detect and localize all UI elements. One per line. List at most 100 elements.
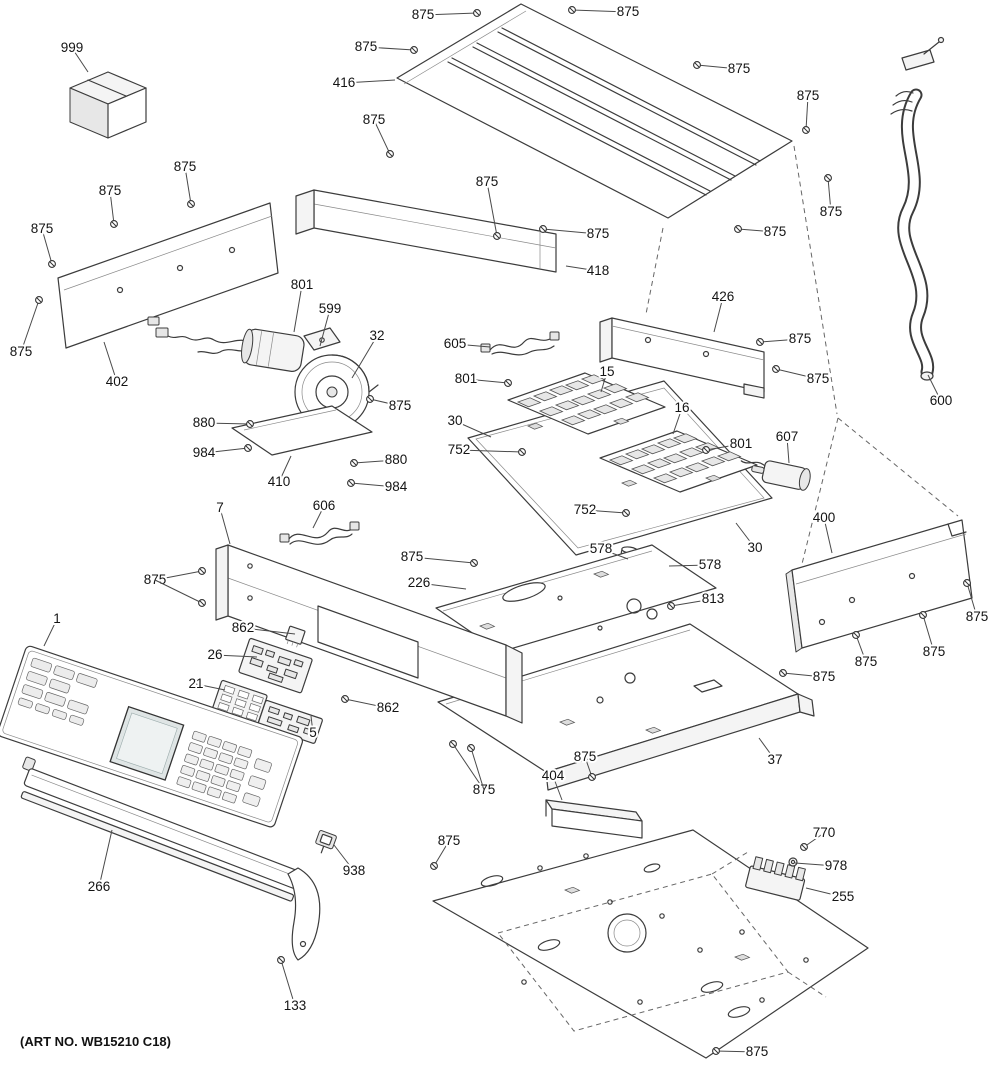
leader-line — [293, 284, 303, 333]
leader-line — [310, 715, 314, 734]
leader-line — [195, 683, 226, 691]
part-number-label: 875 — [363, 112, 386, 127]
leader-line — [670, 598, 714, 607]
part-number-label: 16 — [674, 400, 689, 415]
leader-line — [465, 378, 509, 384]
leader-line — [41, 228, 53, 265]
screw-icon — [772, 365, 780, 373]
leader-line — [71, 47, 89, 73]
part-number-label: 5 — [309, 725, 317, 740]
part-number-label: 578 — [590, 541, 613, 556]
part-number-label: 752 — [574, 502, 597, 517]
leader-line — [672, 407, 683, 435]
leader-line — [154, 570, 203, 581]
part-number-label: 875 — [789, 331, 812, 346]
part-number-label: 752 — [448, 442, 471, 457]
screw-icon — [568, 6, 576, 14]
leader-line — [454, 420, 492, 438]
part-number-label: 801 — [730, 436, 753, 451]
part-number-label: 30 — [447, 413, 462, 428]
leader-line — [454, 343, 491, 348]
part-number-label: 875 — [587, 226, 610, 241]
screw-icon — [493, 232, 501, 240]
part-number-label: 875 — [764, 224, 787, 239]
screw-icon — [473, 9, 481, 17]
screw-icon — [702, 446, 710, 454]
part-number-label: 875 — [728, 61, 751, 76]
screw-icon — [350, 459, 358, 467]
screw-icon — [410, 46, 418, 54]
part-number-label: 813 — [702, 591, 725, 606]
leader-line — [571, 9, 629, 13]
leader-line — [668, 564, 711, 567]
leader-line — [735, 522, 756, 549]
top-cover-panel — [396, 3, 793, 219]
part-number-label: 801 — [455, 371, 478, 386]
screw-icon — [198, 599, 206, 607]
part-number-label: 875 — [746, 1044, 769, 1059]
leader-line — [458, 449, 523, 453]
leader-line — [418, 582, 467, 590]
control-support-bracket — [215, 544, 523, 724]
door-lock-motor — [740, 460, 811, 491]
panel-buttons-left — [17, 657, 98, 726]
screw-icon — [35, 296, 43, 304]
part-number-label: 875 — [401, 549, 424, 564]
chassis-top-panel — [437, 623, 815, 791]
leader-line — [242, 627, 296, 635]
leader-line — [737, 228, 776, 233]
part-number-label: 266 — [88, 879, 111, 894]
part-number-label: 875 — [412, 7, 435, 22]
screw-icon — [779, 669, 787, 677]
leader-line — [203, 447, 249, 454]
screw-icon — [386, 150, 394, 158]
wire-harness-605 — [480, 331, 560, 356]
leader-line — [805, 887, 844, 898]
part-number-label: 1 — [53, 611, 61, 626]
screw-icon — [667, 602, 675, 610]
power-board-15 — [507, 372, 666, 435]
leader-line — [452, 743, 485, 791]
part-number-label: 875 — [355, 39, 378, 54]
leader-line — [154, 579, 203, 604]
leader-line — [600, 548, 629, 560]
screw-icon — [366, 395, 374, 403]
part-number-label: 21 — [188, 676, 203, 691]
part-number-label: 875 — [820, 204, 843, 219]
leader-line — [369, 398, 401, 407]
part-number-label: 255 — [832, 889, 855, 904]
part-number-label: 578 — [699, 557, 722, 572]
rear-access-panel — [599, 317, 765, 399]
part-number-label: 599 — [319, 301, 342, 316]
leader-line — [278, 455, 292, 483]
part-number-label: 875 — [144, 572, 167, 587]
assembly-guide-lines — [645, 145, 959, 565]
screw-icon — [539, 225, 547, 233]
leader-line — [333, 844, 355, 872]
leader-line — [758, 737, 776, 761]
part-number-label: 938 — [343, 863, 366, 878]
leader-line — [109, 190, 115, 225]
part-number-label: 226 — [408, 575, 431, 590]
leader-line — [351, 335, 378, 379]
part-number-label: 984 — [193, 445, 216, 460]
screw-icon — [518, 448, 526, 456]
leader-line — [373, 119, 391, 155]
leader-line — [353, 459, 397, 464]
drain-hose — [890, 36, 945, 381]
part-number-label: 862 — [377, 700, 400, 715]
part-number-label: 875 — [476, 174, 499, 189]
leader-line — [203, 422, 251, 425]
screw-icon — [244, 444, 252, 452]
leader-line — [855, 634, 867, 663]
base-panel — [432, 829, 869, 1059]
leader-line — [794, 862, 837, 867]
interface-board — [285, 625, 306, 648]
wire-harness-606 — [279, 521, 360, 545]
part-number-label: 875 — [797, 88, 820, 103]
keypad — [176, 730, 272, 807]
part-number-label: 978 — [825, 858, 848, 873]
part-number-label: 410 — [268, 474, 291, 489]
screw-icon — [504, 379, 512, 387]
